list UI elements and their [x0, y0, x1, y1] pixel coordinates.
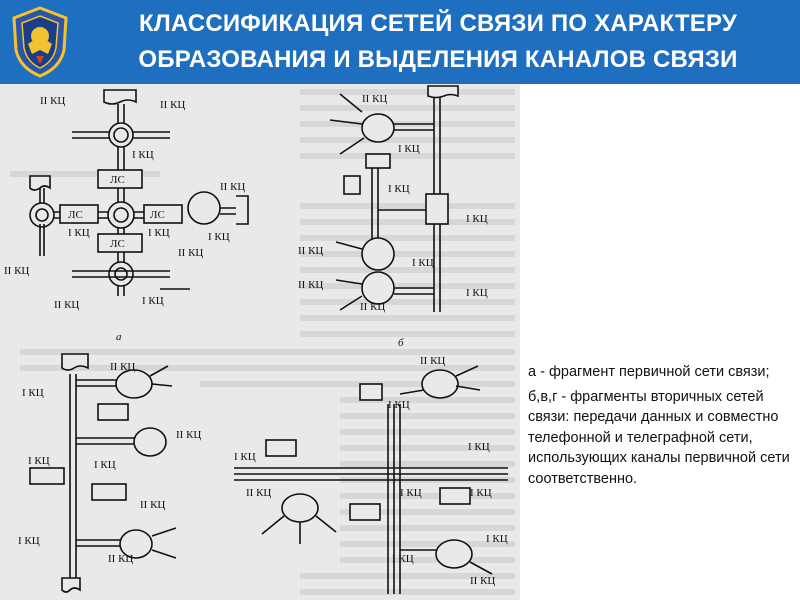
fragment-b	[329, 85, 459, 312]
label-ii-kc: II КЦ	[470, 575, 495, 587]
figure-caption: а - фрагмент первичной сети связи; б,в,г…	[528, 362, 794, 493]
fragment-a	[29, 89, 249, 296]
label-i-kc: I КЦ	[466, 287, 488, 299]
fragment-v-labels: II КЦ I КЦ II КЦ I КЦ I КЦ II КЦ I КЦ II…	[18, 361, 201, 565]
fragment-b-letter: б	[398, 337, 404, 349]
label-i-kc: I КЦ	[466, 213, 488, 225]
label-ii-kc: II КЦ	[298, 245, 323, 257]
fragment-g-labels: II КЦ I КЦ I КЦ I КЦ II КЦ I КЦ I КЦ I К…	[234, 355, 508, 587]
label-ii-kc: II КЦ	[140, 499, 165, 511]
label-i-kc: I КЦ	[388, 399, 410, 411]
label-i-kc: I КЦ	[132, 149, 154, 161]
caption-item-bvg: б,в,г - фрагменты вторичных сетей связи:…	[528, 388, 790, 487]
page-title: КЛАССИФИКАЦИЯ СЕТЕЙ СВЯЗИ ПО ХАРАКТЕРУ О…	[82, 2, 794, 82]
label-i-kc: I КЦ	[18, 535, 40, 547]
label-ii-kc: II КЦ	[4, 265, 29, 277]
fragment-g	[234, 365, 508, 594]
label-i-kc: I КЦ	[28, 455, 50, 467]
label-i-kc: I КЦ	[400, 487, 422, 499]
label-ii-kc: II КЦ	[360, 301, 385, 313]
label-i-kc: I КЦ	[412, 257, 434, 269]
title-line-2: ОБРАЗОВАНИЯ И ВЫДЕЛЕНИЯ КАНАЛОВ СВЯЗИ	[138, 46, 738, 73]
label-ii-kc: II КЦ	[160, 99, 185, 111]
title-line-1: КЛАССИФИКАЦИЯ СЕТЕЙ СВЯЗИ ПО ХАРАКТЕРУ	[138, 10, 738, 37]
label-i-kc: I КЦ	[398, 143, 420, 155]
header-bar: КЛАССИФИКАЦИЯ СЕТЕЙ СВЯЗИ ПО ХАРАКТЕРУ О…	[0, 0, 800, 84]
fragment-v	[29, 353, 177, 593]
label-ls: ЛС	[68, 209, 83, 221]
label-i-kc: I КЦ	[68, 227, 90, 239]
label-ii-kc: II КЦ	[178, 247, 203, 259]
label-ii-kc: II КЦ	[108, 553, 133, 565]
label-i-kc: I КЦ	[486, 533, 508, 545]
label-i-kc: I КЦ	[468, 441, 490, 453]
label-ii-kc: II КЦ	[220, 181, 245, 193]
caption-item-a: а - фрагмент первичной сети связи;	[528, 364, 770, 380]
label-ii-kc: II КЦ	[362, 93, 387, 105]
label-ii-kc: II КЦ	[420, 355, 445, 367]
label-i-kc: I КЦ	[208, 231, 230, 243]
label-i-kc: I КЦ	[392, 553, 414, 565]
network-diagram: II КЦ II КЦ I КЦ ЛС ЛС ЛС I КЦ I КЦ ЛС I…	[4, 85, 515, 595]
label-ls: ЛС	[150, 209, 165, 221]
label-i-kc: I КЦ	[148, 227, 170, 239]
label-ii-kc: II КЦ	[40, 95, 65, 107]
label-ii-kc: II КЦ	[110, 361, 135, 373]
label-i-kc: I КЦ	[470, 487, 492, 499]
fragment-b-labels: II КЦ I КЦ I КЦ I КЦ II КЦ I КЦ II КЦ II…	[298, 93, 488, 349]
label-ls: ЛС	[110, 238, 125, 250]
label-ls: ЛС	[110, 174, 125, 186]
label-i-kc: I КЦ	[234, 451, 256, 463]
label-ii-kc: II КЦ	[176, 429, 201, 441]
label-i-kc: I КЦ	[142, 295, 164, 307]
label-ii-kc: II КЦ	[246, 487, 271, 499]
coat-of-arms-emblem-icon	[8, 6, 72, 78]
fragment-a-labels: II КЦ II КЦ I КЦ ЛС ЛС ЛС I КЦ I КЦ ЛС I…	[4, 95, 245, 343]
fragment-a-letter: а	[116, 331, 122, 343]
label-i-kc: I КЦ	[22, 387, 44, 399]
label-ii-kc: II КЦ	[54, 299, 79, 311]
background-text-texture	[10, 89, 515, 595]
label-i-kc: I КЦ	[388, 183, 410, 195]
network-diagram-figure: II КЦ II КЦ I КЦ ЛС ЛС ЛС I КЦ I КЦ ЛС I…	[0, 84, 520, 600]
label-i-kc: I КЦ	[94, 459, 116, 471]
label-ii-kc: II КЦ	[298, 279, 323, 291]
